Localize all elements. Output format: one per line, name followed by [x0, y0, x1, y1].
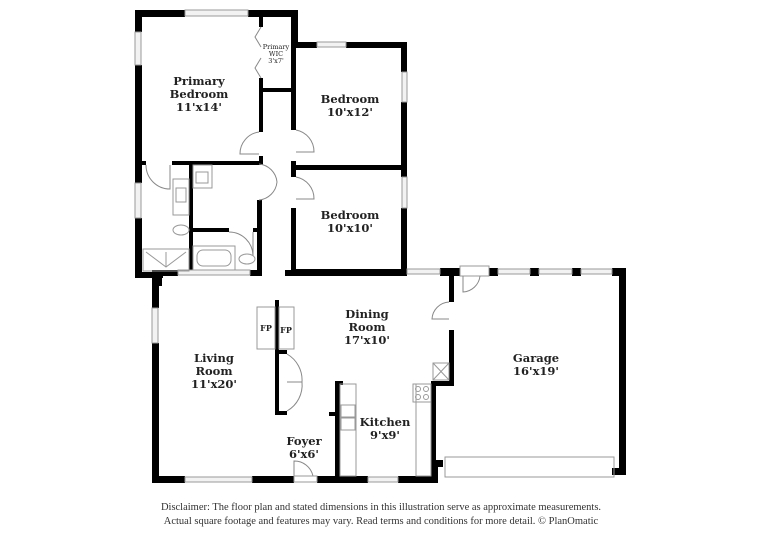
room-dimensions: 16'x19'	[513, 364, 559, 378]
windows	[134, 9, 613, 483]
room-name: Bedroom	[320, 92, 380, 106]
room-label-dining-room: Dining Room 17'x10'	[344, 308, 390, 347]
doors	[145, 26, 490, 483]
room-label-primary-wic: Primary WIC 3'x7'	[263, 44, 289, 65]
room-name: Kitchen	[359, 415, 411, 429]
room-label-bedroom-1: Bedroom 10'x12'	[321, 93, 380, 119]
room-dimensions: 9'x9'	[370, 428, 400, 442]
room-dimensions: 10'x12'	[327, 105, 373, 119]
fireplace-label-left: FP	[260, 323, 272, 333]
room-name: WIC	[268, 50, 284, 58]
room-dimensions: 10'x10'	[327, 221, 373, 235]
room-name: Garage	[512, 351, 560, 365]
exterior-walls	[135, 10, 626, 483]
interior-walls	[142, 17, 454, 483]
room-dimensions: 3'x7'	[268, 57, 284, 65]
fireplace-label-right: FP	[280, 325, 292, 335]
room-dimensions: 11'x14'	[176, 100, 222, 114]
disclaimer-line-1: Disclaimer: The floor plan and stated di…	[160, 502, 602, 513]
disclaimer-line-2: Actual square footage and features may v…	[163, 516, 599, 527]
disclaimer: Disclaimer: The floor plan and stated di…	[0, 501, 762, 529]
room-name: Bedroom	[320, 208, 380, 222]
room-label-foyer: Foyer 6'x6'	[286, 435, 321, 461]
room-name: Room	[195, 364, 233, 378]
room-label-kitchen: Kitchen 9'x9'	[360, 416, 411, 442]
fixtures	[142, 164, 615, 478]
room-dimensions: 6'x6'	[289, 447, 319, 461]
room-label-primary-bedroom: Primary Bedroom 11'x14'	[170, 75, 229, 114]
room-label-bedroom-2: Bedroom 10'x10'	[321, 209, 380, 235]
room-dimensions: 17'x10'	[344, 333, 390, 347]
room-name: Foyer	[286, 434, 322, 448]
room-dimensions: 11'x20'	[191, 377, 237, 391]
room-name: Room	[348, 320, 386, 334]
room-name: Bedroom	[169, 87, 229, 101]
room-name: Primary	[262, 43, 290, 51]
room-label-garage: Garage 16'x19'	[513, 352, 559, 378]
room-name: Primary	[173, 74, 225, 88]
room-name: Dining	[345, 307, 389, 321]
room-label-living-room: Living Room 11'x20'	[191, 352, 237, 391]
room-name: Living	[194, 351, 234, 365]
